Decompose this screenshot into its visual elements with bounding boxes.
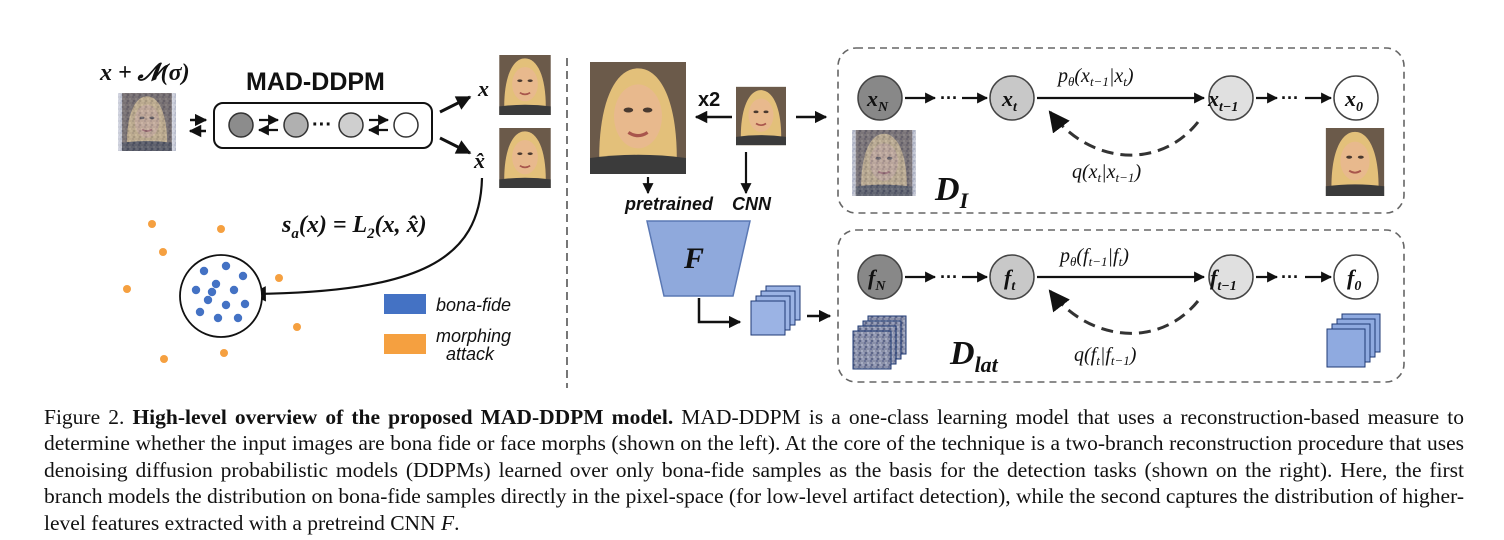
pretrained-label: pretrained xyxy=(624,194,714,214)
clean-face-thumbnail xyxy=(1324,128,1386,196)
reverse-process-label-latent: q(ft|ft−1) xyxy=(1074,344,1137,368)
forward-process-label-latent: pθ(ft−1|ft) xyxy=(1058,245,1129,269)
node-x0 xyxy=(1333,75,1379,121)
reconstructed-face-image xyxy=(498,128,552,188)
svg-text:···: ··· xyxy=(1281,267,1299,287)
svg-text:···: ··· xyxy=(940,88,958,108)
score-arrow xyxy=(250,177,484,302)
svg-text:f0: f0 xyxy=(1347,265,1361,294)
svg-text:···: ··· xyxy=(1281,88,1299,108)
figure-caption: Figure 2. High-level overview of the pro… xyxy=(44,404,1464,536)
feature-extractor-trapezoid xyxy=(646,220,751,297)
legend-label-bona-fide: bona-fide xyxy=(436,295,511,315)
caption-end-period: . xyxy=(454,510,460,535)
node-xN xyxy=(857,75,903,121)
anomaly-score-formula: sa(x) = L2(x, x̂) xyxy=(281,212,427,242)
x-label: x xyxy=(477,76,489,101)
feature-extractor-label: F xyxy=(683,242,704,275)
model-chain-arrows xyxy=(257,114,390,136)
upscaled-face-image xyxy=(590,62,686,174)
svg-text:x0: x0 xyxy=(1344,86,1363,115)
feature-maps-stack xyxy=(750,285,801,336)
middle-panel: x2 pretrained CNN F xyxy=(590,62,832,336)
branch-image-label: DI xyxy=(934,171,970,213)
left-panel: x + 𝓝(σ) MAD-DDPM ··· xyxy=(99,55,552,364)
legend-label-morphing-line1: morphing xyxy=(436,326,511,346)
reverse-process-label-image: q(xt|xt−1) xyxy=(1072,161,1141,185)
noisy-face-thumbnail xyxy=(852,130,916,196)
caption-title: High-level overview of the proposed MAD-… xyxy=(132,405,674,429)
branch-latent: fN ft ft−1 f0 ··· ··· pθ(ft−1|ft) q(ft|f… xyxy=(837,229,1405,383)
legend-swatch-bona-fide xyxy=(384,294,426,314)
caption-end-symbol: F xyxy=(440,510,455,535)
svg-text:fN: fN xyxy=(868,265,886,294)
node-fN xyxy=(857,254,903,300)
noisy-feature-stack xyxy=(852,315,907,370)
noisy-input-label: x + 𝓝(σ) xyxy=(99,60,190,86)
model-chain-ellipsis: ··· xyxy=(312,114,332,136)
branch-image-box xyxy=(837,47,1405,214)
svg-text:···: ··· xyxy=(940,267,958,287)
model-chain xyxy=(228,112,419,138)
svg-text:xN: xN xyxy=(866,86,889,115)
node-ft xyxy=(989,254,1035,300)
caption-prefix: Figure 2. xyxy=(44,405,125,429)
legend-swatch-morphing-attack xyxy=(384,334,426,354)
upscale-label: x2 xyxy=(698,89,720,111)
node-xt-1 xyxy=(1208,75,1254,121)
bona-fide-points xyxy=(191,261,250,323)
branch-image: xN xt xt−1 x0 ··· ··· pθ(xt−1|xt) q(xt|x… xyxy=(837,47,1405,214)
reverse-process-arrow-image xyxy=(1048,110,1200,157)
forward-process-label-image: pθ(xt−1|xt) xyxy=(1056,65,1134,89)
svg-text:ft−1: ft−1 xyxy=(1210,265,1237,294)
bona-fide-cluster xyxy=(179,254,263,338)
figure-diagram: x + 𝓝(σ) MAD-DDPM ··· xyxy=(99,47,1405,388)
model-box xyxy=(213,102,433,149)
model-title: MAD-DDPM xyxy=(246,68,385,96)
legend: bona-fide morphing attack xyxy=(384,294,511,364)
model-output-arrows xyxy=(439,95,472,155)
cnn-label: CNN xyxy=(732,194,772,214)
clean-feature-stack xyxy=(1326,313,1381,368)
caption-body: MAD-DDPM is a one-class learning model t… xyxy=(44,405,1465,535)
morphing-attack-points xyxy=(123,220,301,363)
branch-latent-box xyxy=(837,229,1405,383)
reverse-process-arrow-latent xyxy=(1048,289,1200,335)
branch-latent-label: Dlat xyxy=(949,335,999,377)
svg-text:xt: xt xyxy=(1001,86,1018,115)
input-face-image xyxy=(736,85,786,147)
legend-label-morphing-line2: attack xyxy=(446,344,495,364)
node-f0 xyxy=(1333,254,1379,300)
node-ft-1 xyxy=(1208,254,1254,300)
node-xt xyxy=(989,75,1035,121)
svg-text:ft: ft xyxy=(1004,265,1016,294)
input-model-arrows xyxy=(188,113,208,138)
xhat-label: x̂ xyxy=(473,148,485,173)
original-face-image xyxy=(498,55,552,115)
noisy-input-image xyxy=(118,93,176,151)
svg-text:xt−1: xt−1 xyxy=(1207,86,1238,115)
